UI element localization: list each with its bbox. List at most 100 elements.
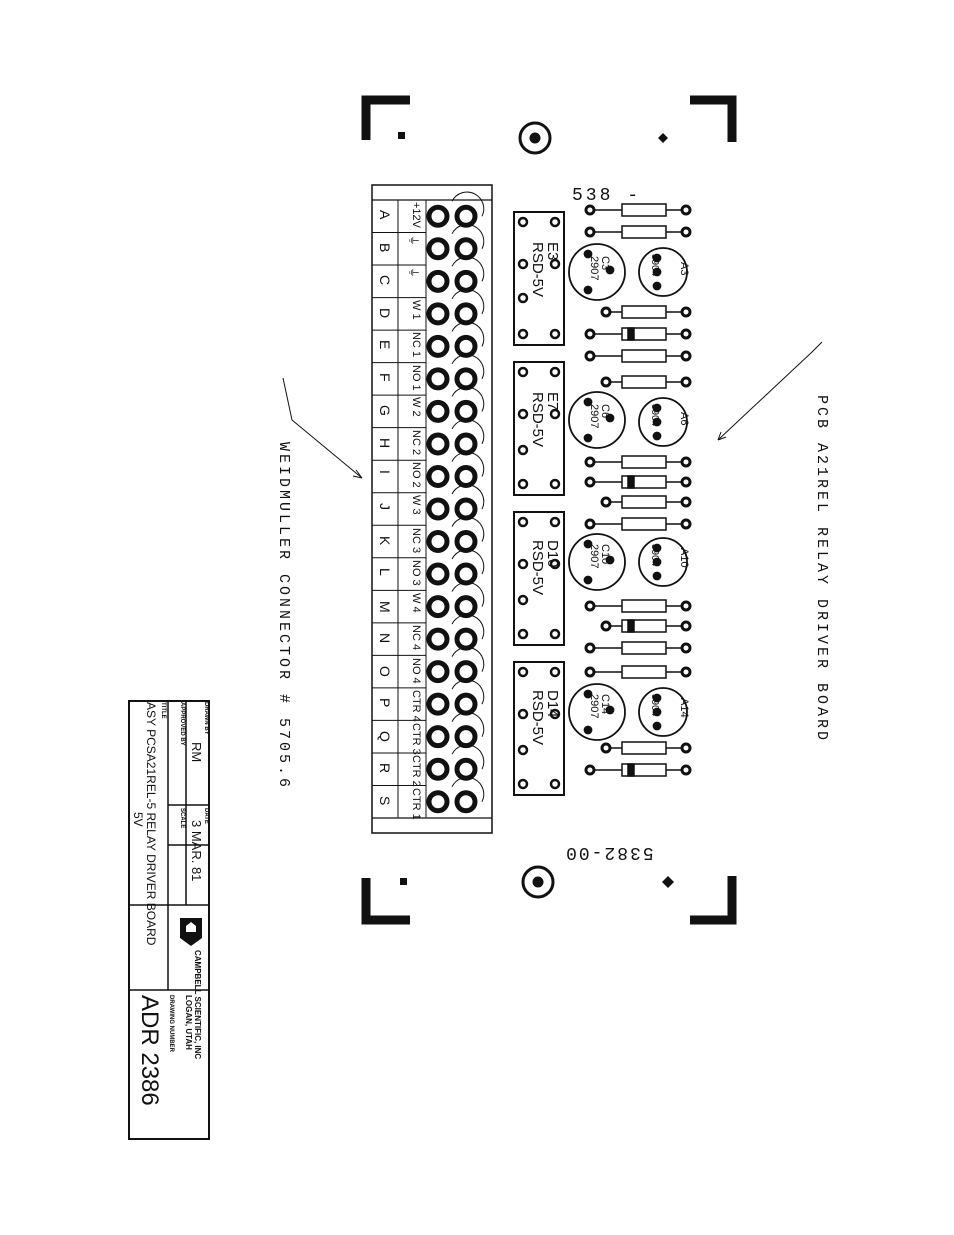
pcb-leader-arrow	[717, 431, 727, 441]
bracket-top-left	[361, 95, 410, 140]
terminal-letter: C	[377, 275, 393, 286]
pcb-label: PCB A21REL RELAY DRIVER BOARD	[813, 395, 830, 744]
resistor-body	[621, 203, 667, 217]
title-block	[128, 700, 210, 1140]
terminal-signal: NO 3	[410, 560, 422, 586]
component-pad	[600, 742, 612, 754]
component-pad	[680, 642, 692, 654]
terminal-screw	[426, 367, 450, 391]
terminal-letter: H	[377, 437, 393, 449]
terminal-screw	[426, 204, 450, 228]
component-pad	[680, 666, 692, 678]
transistor-a10	[638, 537, 688, 587]
terminal-signal: W 1	[410, 299, 422, 320]
component-pad	[680, 620, 692, 632]
terminal-screw	[454, 530, 478, 554]
transistor-a14-label: A14	[678, 698, 690, 718]
transistor-a14	[638, 687, 688, 737]
bracket-bottom-right	[690, 876, 737, 925]
component-pad	[680, 376, 692, 388]
component-pad	[584, 764, 596, 776]
resistor-body	[621, 225, 667, 239]
terminal-letter: F	[377, 372, 393, 382]
terminal-letter: S	[377, 795, 393, 806]
terminal-screw	[454, 692, 478, 716]
transistor-a3	[638, 247, 688, 297]
component-pad	[680, 328, 692, 340]
component-pad	[680, 518, 692, 530]
terminal-strip	[371, 184, 493, 834]
part-number-bottom: 5382-00	[564, 842, 654, 862]
component-pad	[680, 226, 692, 238]
component-pad	[680, 600, 692, 612]
terminal-screw	[426, 302, 450, 326]
terminal-screw	[426, 334, 450, 358]
component-pad	[584, 456, 596, 468]
terminal-screw	[426, 692, 450, 716]
transistor-a3-label: A3	[678, 262, 690, 276]
resistor-body	[621, 349, 667, 363]
relay-e3	[513, 211, 565, 346]
terminal-signal: +12V	[410, 202, 422, 229]
resistor-body	[621, 305, 667, 319]
component-pad	[680, 764, 692, 776]
terminal-screw	[426, 237, 450, 261]
transistor-a6	[638, 397, 688, 447]
terminal-letter: K	[377, 535, 393, 545]
terminal-signal: W 3	[410, 495, 422, 515]
terminal-letter: I	[377, 470, 393, 475]
component-pad	[584, 518, 596, 530]
terminal-signal: W 4	[410, 592, 422, 613]
part-number-top: 538 -	[572, 186, 642, 206]
component-pad	[584, 350, 596, 362]
terminal-signal: NO 2	[410, 462, 422, 489]
terminal-signal: NO 1	[410, 364, 422, 391]
component-pad	[584, 204, 596, 216]
terminal-letter: B	[377, 242, 393, 253]
component-pad	[680, 306, 692, 318]
title-block-lines	[128, 700, 210, 991]
component-pad	[584, 226, 596, 238]
terminal-screw	[454, 269, 478, 293]
diode-band	[627, 327, 635, 341]
component-pad	[680, 350, 692, 362]
terminal-screw	[426, 757, 450, 781]
terminal-screw	[454, 660, 478, 684]
terminal-signal: CTR 2	[410, 755, 422, 787]
transistor-a6-label: A6	[678, 412, 690, 426]
component-pad	[600, 376, 612, 388]
relay-d10	[513, 511, 565, 646]
relay-e7	[513, 361, 565, 496]
resistors	[584, 203, 692, 777]
terminal-screw	[426, 627, 450, 651]
transistor-a10-label: A10	[678, 548, 690, 568]
resistor-body	[621, 517, 667, 531]
terminal-letter: Q	[377, 730, 393, 742]
terminal-letter: R	[377, 763, 393, 774]
alignment-mark	[658, 133, 668, 143]
pcb-leader-line	[717, 341, 823, 441]
mounting-hole	[521, 865, 555, 899]
connector-label: WEIDMULLER CONNECTOR # 5705.6	[275, 442, 292, 791]
bracket-bottom-left	[361, 878, 410, 925]
terminal-letter: N	[377, 633, 393, 644]
component-pad	[680, 742, 692, 754]
terminal-signal: CTR 4	[410, 690, 422, 722]
regulator-c6	[568, 391, 626, 449]
terminal-screw	[426, 399, 450, 423]
regulator-c14	[568, 683, 626, 741]
resistor-body	[621, 455, 667, 469]
terminal-signal: NC 2	[410, 429, 422, 455]
terminal-signal: CTR 3	[410, 722, 422, 755]
terminal-signal: NC 4	[410, 625, 422, 651]
terminal-screw	[426, 660, 450, 684]
terminal-screw	[454, 302, 478, 326]
terminal-screw	[454, 757, 478, 781]
diode-band	[627, 475, 635, 489]
diode-band	[627, 763, 635, 777]
terminal-signal: NC 1	[410, 332, 422, 358]
